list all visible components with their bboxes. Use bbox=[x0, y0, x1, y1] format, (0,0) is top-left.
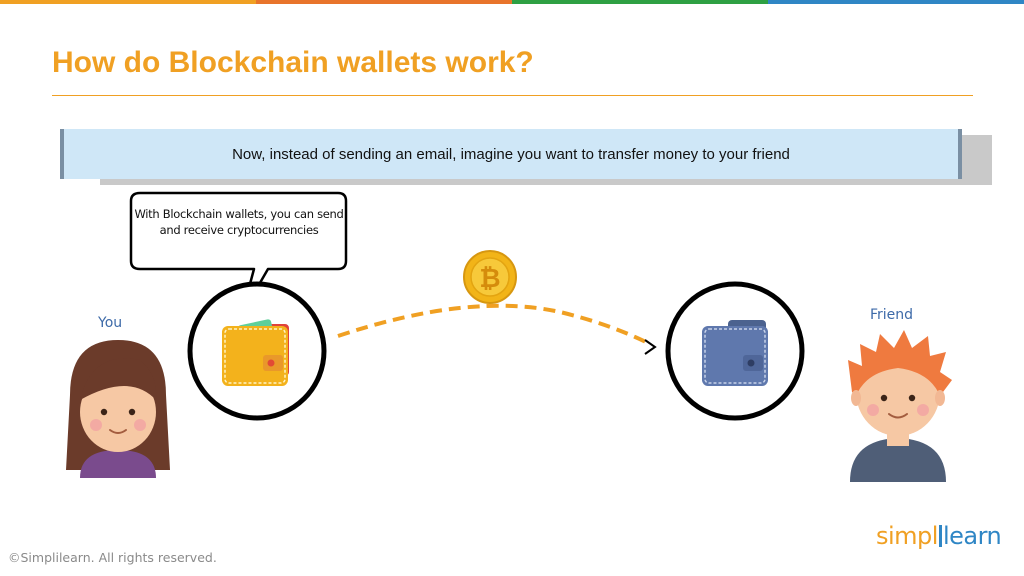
banner-text: Now, instead of sending an email, imagin… bbox=[232, 145, 790, 163]
slide-title: How do Blockchain wallets work? bbox=[52, 46, 534, 79]
svg-text:₿: ₿ bbox=[479, 264, 500, 294]
info-banner: Now, instead of sending an email, imagin… bbox=[60, 129, 962, 179]
bitcoin-coin-icon: ₿ bbox=[463, 250, 517, 304]
blue-wallet-icon bbox=[665, 281, 805, 421]
logo-part-1: simpl bbox=[876, 522, 938, 550]
label-friend: Friend bbox=[870, 307, 914, 323]
copyright-footer: ©Simplilearn. All rights reserved. bbox=[8, 550, 217, 565]
title-divider bbox=[52, 95, 973, 96]
label-you: You bbox=[98, 315, 123, 331]
logo-part-2: learn bbox=[942, 522, 1002, 550]
boy-avatar bbox=[848, 330, 952, 482]
girl-avatar bbox=[66, 340, 170, 478]
orange-wallet-icon bbox=[187, 281, 327, 421]
speech-bubble-text: With Blockchain wallets, you can send an… bbox=[134, 207, 344, 237]
transfer-arrow bbox=[337, 303, 657, 355]
logo-divider bbox=[938, 525, 942, 547]
top-color-bar bbox=[0, 0, 1024, 4]
